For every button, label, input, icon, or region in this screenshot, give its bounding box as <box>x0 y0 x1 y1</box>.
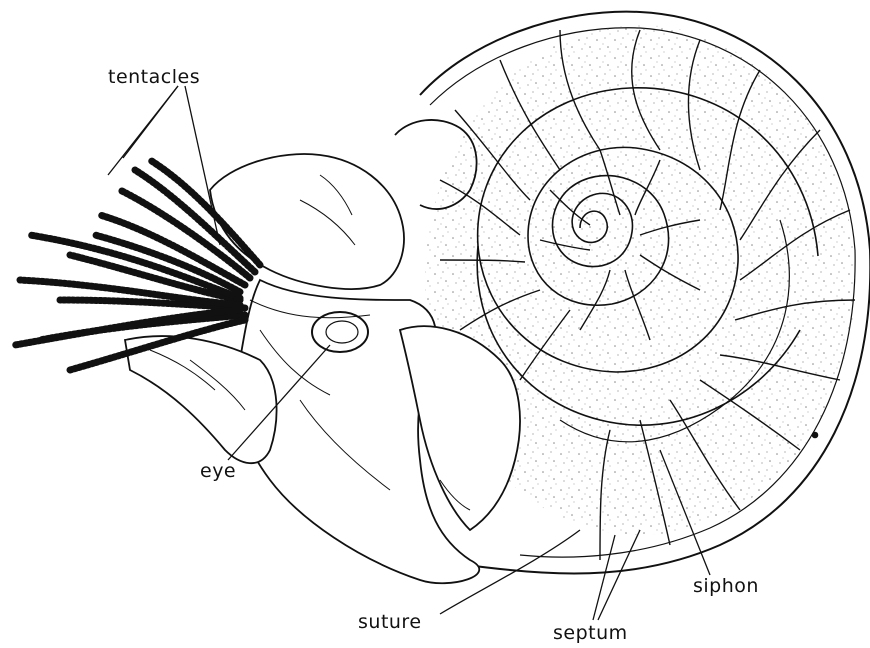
tentacles-label: tentacles <box>108 66 200 88</box>
suture-label: suture <box>358 611 422 633</box>
siphon-label: siphon <box>693 575 759 597</box>
leader-tentacles-c <box>108 86 178 175</box>
septum-label: septum <box>553 622 628 644</box>
eye-label: eye <box>200 460 236 482</box>
